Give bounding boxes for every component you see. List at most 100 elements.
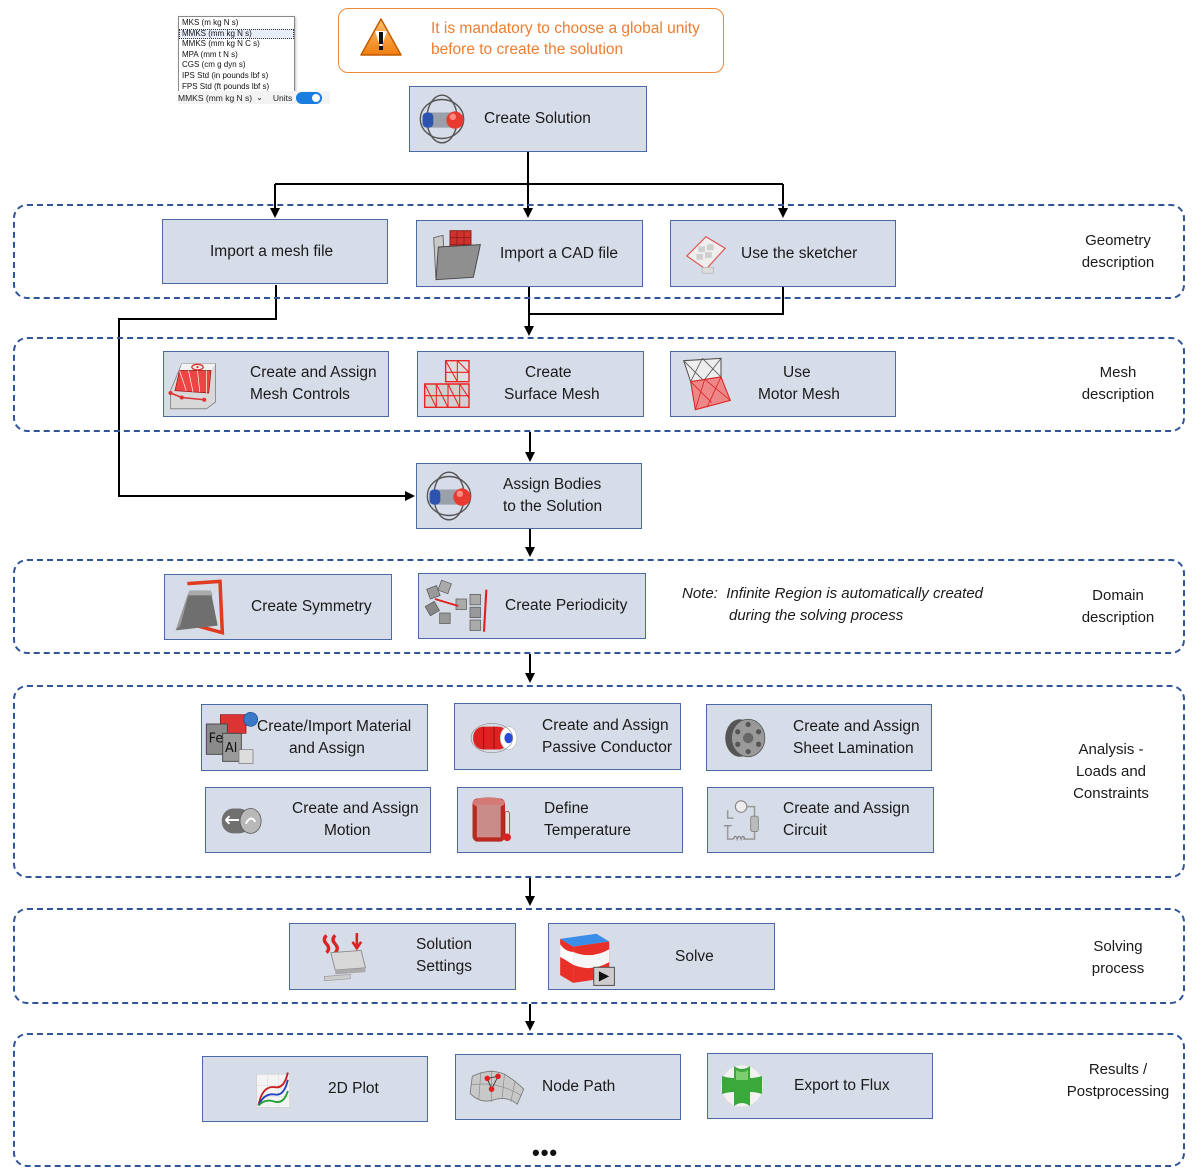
- solve-button[interactable]: Solve: [548, 923, 775, 990]
- note-line1: Infinite Region is automatically created: [726, 585, 984, 602]
- units-label: Units: [272, 92, 293, 103]
- group-label-results: Results / Postprocessing: [1048, 1059, 1188, 1103]
- motor-mesh-icon: [682, 357, 732, 411]
- motor-mesh-button[interactable]: Use Motor Mesh: [670, 351, 896, 417]
- mesh-controls-button[interactable]: Create and Assign Mesh Controls: [163, 351, 389, 417]
- passive-conductor-icon: [470, 722, 518, 753]
- create-solution-label: Create Solution: [484, 110, 591, 127]
- assign-bodies-label-line1: Assign Bodies: [503, 476, 602, 493]
- units-option[interactable]: MMKS (mm kg N C s): [182, 39, 260, 49]
- note-prefix: Note:: [682, 585, 718, 602]
- group-label-line: Constraints: [1073, 785, 1149, 802]
- temperature-icon: [472, 797, 511, 842]
- svg-text:Al: Al: [225, 741, 237, 756]
- motor-mesh-label-line2: Motor Mesh: [758, 386, 840, 403]
- solve-icon: [560, 933, 615, 986]
- units-option[interactable]: CGS (cm g dyn s): [182, 60, 246, 70]
- units-select[interactable]: MMKS (mm kg N s): [178, 92, 253, 103]
- 2d-plot-icon: [256, 1072, 290, 1108]
- solution-settings-icon: [322, 932, 367, 981]
- group-solving-process: [13, 908, 1185, 1004]
- sheet-lamination-label-line2: Sheet Lamination: [793, 740, 914, 757]
- infinite-region-note: Note: Infinite Region is automatically c…: [682, 583, 983, 627]
- sketcher-icon: [685, 235, 727, 273]
- use-sketcher-label: Use the sketcher: [741, 244, 858, 262]
- group-label-line: Solving: [1093, 938, 1143, 955]
- surface-mesh-label-line1: Create: [525, 364, 572, 381]
- material-icon: Fe Al: [205, 711, 259, 764]
- units-option[interactable]: FPS Std (ft pounds lbf s): [182, 81, 270, 91]
- group-mesh-description: [13, 337, 1185, 432]
- units-option[interactable]: MKS (m kg N s): [182, 18, 239, 27]
- material-label-line1: Create/Import Material: [257, 718, 412, 735]
- mesh-controls-label-line1: Create and Assign: [250, 364, 377, 381]
- group-label-geometry: Geometry description: [1048, 230, 1188, 274]
- create-periodicity-button[interactable]: Create Periodicity: [418, 573, 646, 639]
- temperature-label-line2: Temperature: [544, 822, 632, 839]
- passive-conductor-label-line1: Create and Assign: [542, 717, 669, 734]
- passive-conductor-label-line2: Passive Conductor: [542, 739, 673, 756]
- motion-button[interactable]: Create and Assign Motion: [205, 787, 431, 853]
- chevron-down-icon[interactable]: ⌄: [256, 93, 263, 102]
- import-mesh-file-label: Import a mesh file: [210, 242, 334, 260]
- solenoid-icon: [419, 94, 465, 144]
- export-to-flux-button[interactable]: Export to Flux: [707, 1053, 933, 1119]
- group-results-postprocessing: [13, 1033, 1185, 1167]
- motion-label-line1: Create and Assign: [292, 800, 419, 817]
- mesh-controls-label-line2: Mesh Controls: [250, 386, 350, 403]
- group-label-line: Domain: [1092, 587, 1144, 604]
- units-option-highlighted[interactable]: MMKS (mm kg N s): [179, 28, 294, 40]
- warning-triangle-icon: [360, 18, 402, 56]
- use-sketcher-button[interactable]: Use the sketcher: [670, 220, 896, 287]
- 2d-plot-label: 2D Plot: [328, 1080, 379, 1097]
- units-bar: MMKS (mm kg N s) ⌄ Units: [178, 91, 330, 104]
- sheet-lamination-label-line1: Create and Assign: [793, 718, 920, 735]
- group-analysis-loads-constraints: [13, 685, 1185, 878]
- import-cad-file-button[interactable]: Import a CAD file: [416, 220, 643, 287]
- create-solution-button[interactable]: Create Solution: [409, 86, 647, 152]
- material-label-line2: and Assign: [289, 740, 365, 757]
- surface-mesh-button[interactable]: Create Surface Mesh: [417, 351, 644, 417]
- units-dropdown-list[interactable]: MKS (m kg N s) MMKS (mm kg N s) MMKS (mm…: [178, 16, 295, 93]
- motion-icon: [221, 808, 262, 834]
- solution-settings-label-line2: Settings: [416, 958, 473, 975]
- group-label-line: Results /: [1088, 1061, 1148, 1078]
- units-option[interactable]: MPA (mm t N s): [182, 49, 238, 59]
- node-path-button[interactable]: Node Path: [455, 1054, 681, 1120]
- units-toggle[interactable]: [296, 91, 323, 104]
- import-mesh-file-button[interactable]: Import a mesh file: [162, 219, 388, 284]
- group-geometry-description: [13, 204, 1185, 299]
- symmetry-icon: [175, 579, 225, 635]
- warning-text-line2: before to create the solution: [431, 41, 624, 58]
- create-symmetry-button[interactable]: Create Symmetry: [164, 574, 392, 640]
- temperature-button[interactable]: Define Temperature: [457, 787, 683, 853]
- passive-conductor-button[interactable]: Create and Assign Passive Conductor: [454, 703, 681, 770]
- motor-mesh-label-line1: Use: [783, 364, 811, 381]
- more-items-ellipsis: •••: [532, 1140, 559, 1165]
- group-label-line: description: [1081, 609, 1155, 626]
- 2d-plot-button[interactable]: 2D Plot: [202, 1056, 428, 1122]
- solenoid-icon: [426, 471, 472, 521]
- create-symmetry-label: Create Symmetry: [251, 598, 372, 615]
- sheet-lamination-icon: [725, 718, 766, 757]
- cad-folder-icon: [433, 229, 481, 280]
- import-cad-file-label: Import a CAD file: [500, 244, 619, 262]
- export-flux-icon: [720, 1064, 764, 1108]
- group-label-line: Loads and: [1075, 763, 1147, 780]
- group-label-line: description: [1081, 386, 1155, 403]
- group-label-line: Mesh: [1099, 364, 1137, 381]
- sheet-lamination-button[interactable]: Create and Assign Sheet Lamination: [706, 704, 932, 771]
- circuit-button[interactable]: Create and Assign Circuit: [707, 787, 934, 853]
- assign-bodies-button[interactable]: Assign Bodies to the Solution: [416, 463, 642, 529]
- circuit-icon: [723, 800, 759, 842]
- group-label-analysis: Analysis - Loads and Constraints: [1041, 739, 1181, 805]
- temperature-label-line1: Define: [544, 800, 589, 817]
- solution-settings-button[interactable]: Solution Settings: [289, 923, 516, 990]
- create-periodicity-label: Create Periodicity: [505, 597, 628, 614]
- solve-label: Solve: [675, 947, 714, 965]
- node-path-icon: [469, 1069, 525, 1105]
- units-option[interactable]: IPS Std (in pounds lbf s): [182, 70, 269, 80]
- mesh-controls-icon: [168, 363, 216, 410]
- material-button[interactable]: Fe Al Create/Import Material and Assign: [201, 704, 428, 771]
- node-path-label: Node Path: [542, 1078, 616, 1095]
